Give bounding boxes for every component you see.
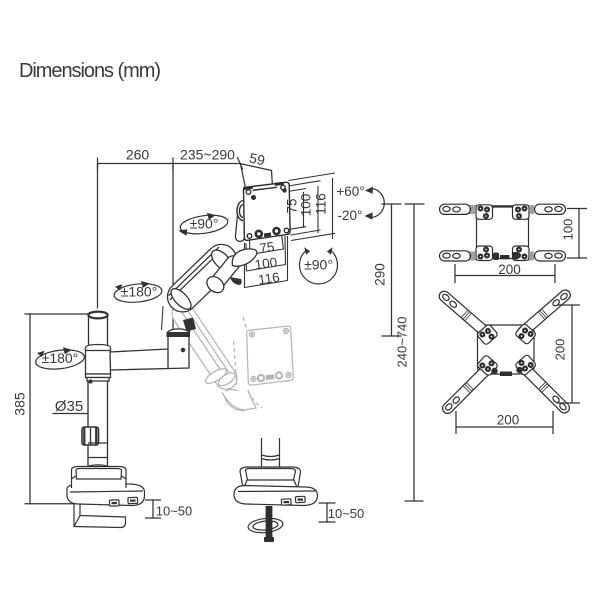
svg-text:116: 116 — [257, 270, 280, 288]
svg-text:+60°: +60° — [336, 184, 364, 199]
svg-text:260: 260 — [126, 147, 150, 163]
svg-text:75: 75 — [285, 198, 300, 213]
svg-text:100: 100 — [299, 194, 314, 217]
svg-text:±90°: ±90° — [304, 257, 333, 273]
svg-text:116: 116 — [314, 193, 329, 215]
svg-text:200: 200 — [553, 339, 568, 361]
svg-text:385: 385 — [12, 392, 28, 416]
svg-text:10~50: 10~50 — [328, 506, 365, 521]
svg-text:290: 290 — [373, 263, 388, 286]
svg-text:±180°: ±180° — [121, 284, 158, 300]
svg-text:75: 75 — [258, 239, 275, 256]
svg-text:±180°: ±180° — [42, 350, 79, 366]
svg-text:100: 100 — [561, 219, 576, 241]
svg-text:200: 200 — [497, 413, 520, 428]
svg-text:Ø35: Ø35 — [55, 398, 83, 415]
svg-text:200: 200 — [498, 262, 521, 277]
svg-text:±90°: ±90° — [190, 216, 219, 232]
svg-text:Dimensions (mm): Dimensions (mm) — [19, 60, 160, 82]
svg-text:59: 59 — [248, 150, 267, 169]
svg-text:100: 100 — [254, 255, 278, 273]
svg-text:10~50: 10~50 — [156, 504, 193, 519]
svg-text:-20°: -20° — [338, 208, 363, 223]
svg-text:240~740: 240~740 — [395, 317, 410, 368]
svg-text:235~290: 235~290 — [180, 147, 235, 163]
